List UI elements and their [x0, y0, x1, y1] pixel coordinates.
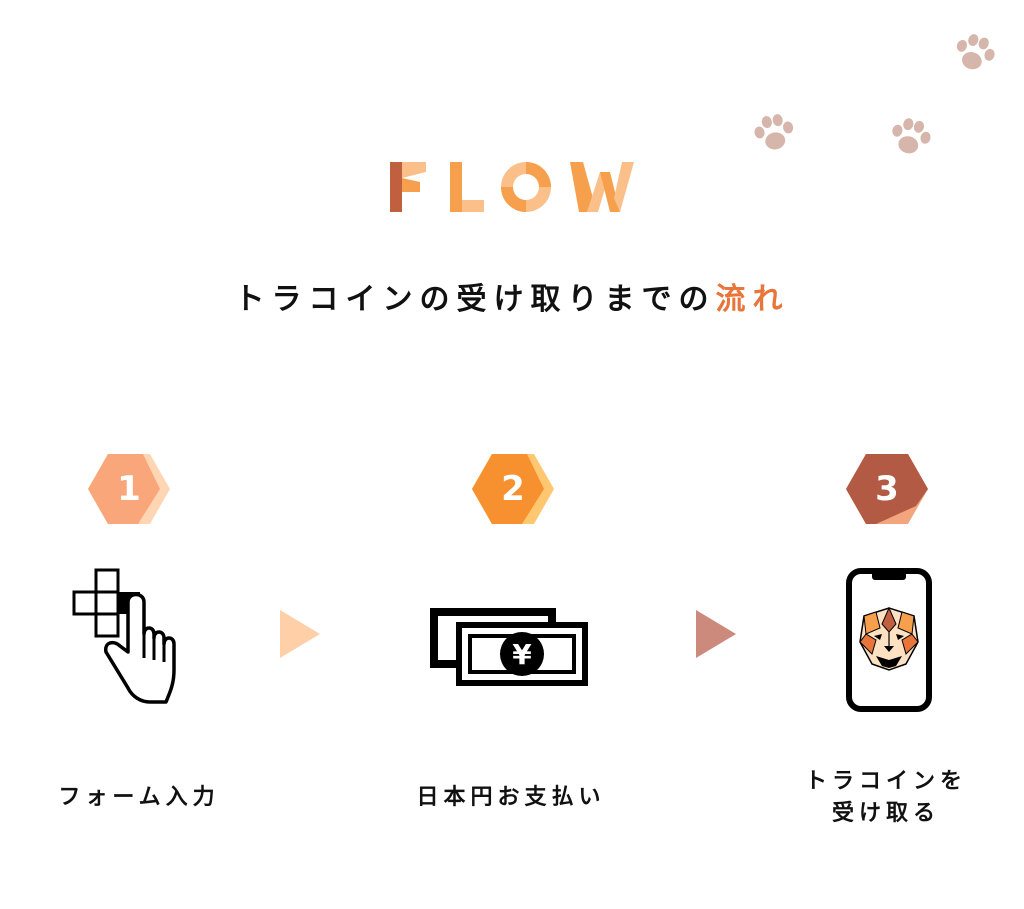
step-2-badge: 2	[472, 454, 554, 524]
step-3-label: トラコインを 受け取る	[774, 766, 998, 830]
headline-main: トラコインの受け取りまでの	[234, 282, 716, 317]
page-title: トラコインの受け取りまでの流れ	[0, 280, 1024, 320]
step-1-badge: 1	[88, 454, 170, 524]
step-3-label-line1: トラコインを	[804, 769, 967, 794]
hand-pointer-form-icon	[70, 566, 176, 708]
step-3-label-line2: 受け取る	[831, 801, 940, 826]
step-2-label: 日本円お支払い	[396, 782, 626, 814]
step-2-number: 2	[501, 469, 525, 509]
yen-banknote-icon: ¥	[426, 604, 590, 688]
smartphone-tiger-icon	[846, 568, 932, 712]
step-1-number: 1	[117, 469, 141, 509]
paw-print-icon	[878, 106, 941, 169]
step-1-label-text: フォーム入力	[58, 785, 220, 810]
step-2-label-text: 日本円お支払い	[416, 785, 606, 810]
tiger-face-icon	[859, 606, 919, 671]
flow-logo	[388, 158, 636, 216]
paw-print-icon	[744, 104, 804, 164]
play-arrow-icon	[696, 610, 738, 658]
step-1-label: フォーム入力	[24, 782, 254, 814]
svg-text:¥: ¥	[512, 638, 532, 671]
step-3-number: 3	[875, 469, 899, 509]
play-arrow-icon	[280, 610, 322, 658]
paw-print-icon	[941, 21, 1007, 87]
headline-accent: 流れ	[715, 282, 790, 317]
step-3-badge: 3	[846, 454, 928, 524]
